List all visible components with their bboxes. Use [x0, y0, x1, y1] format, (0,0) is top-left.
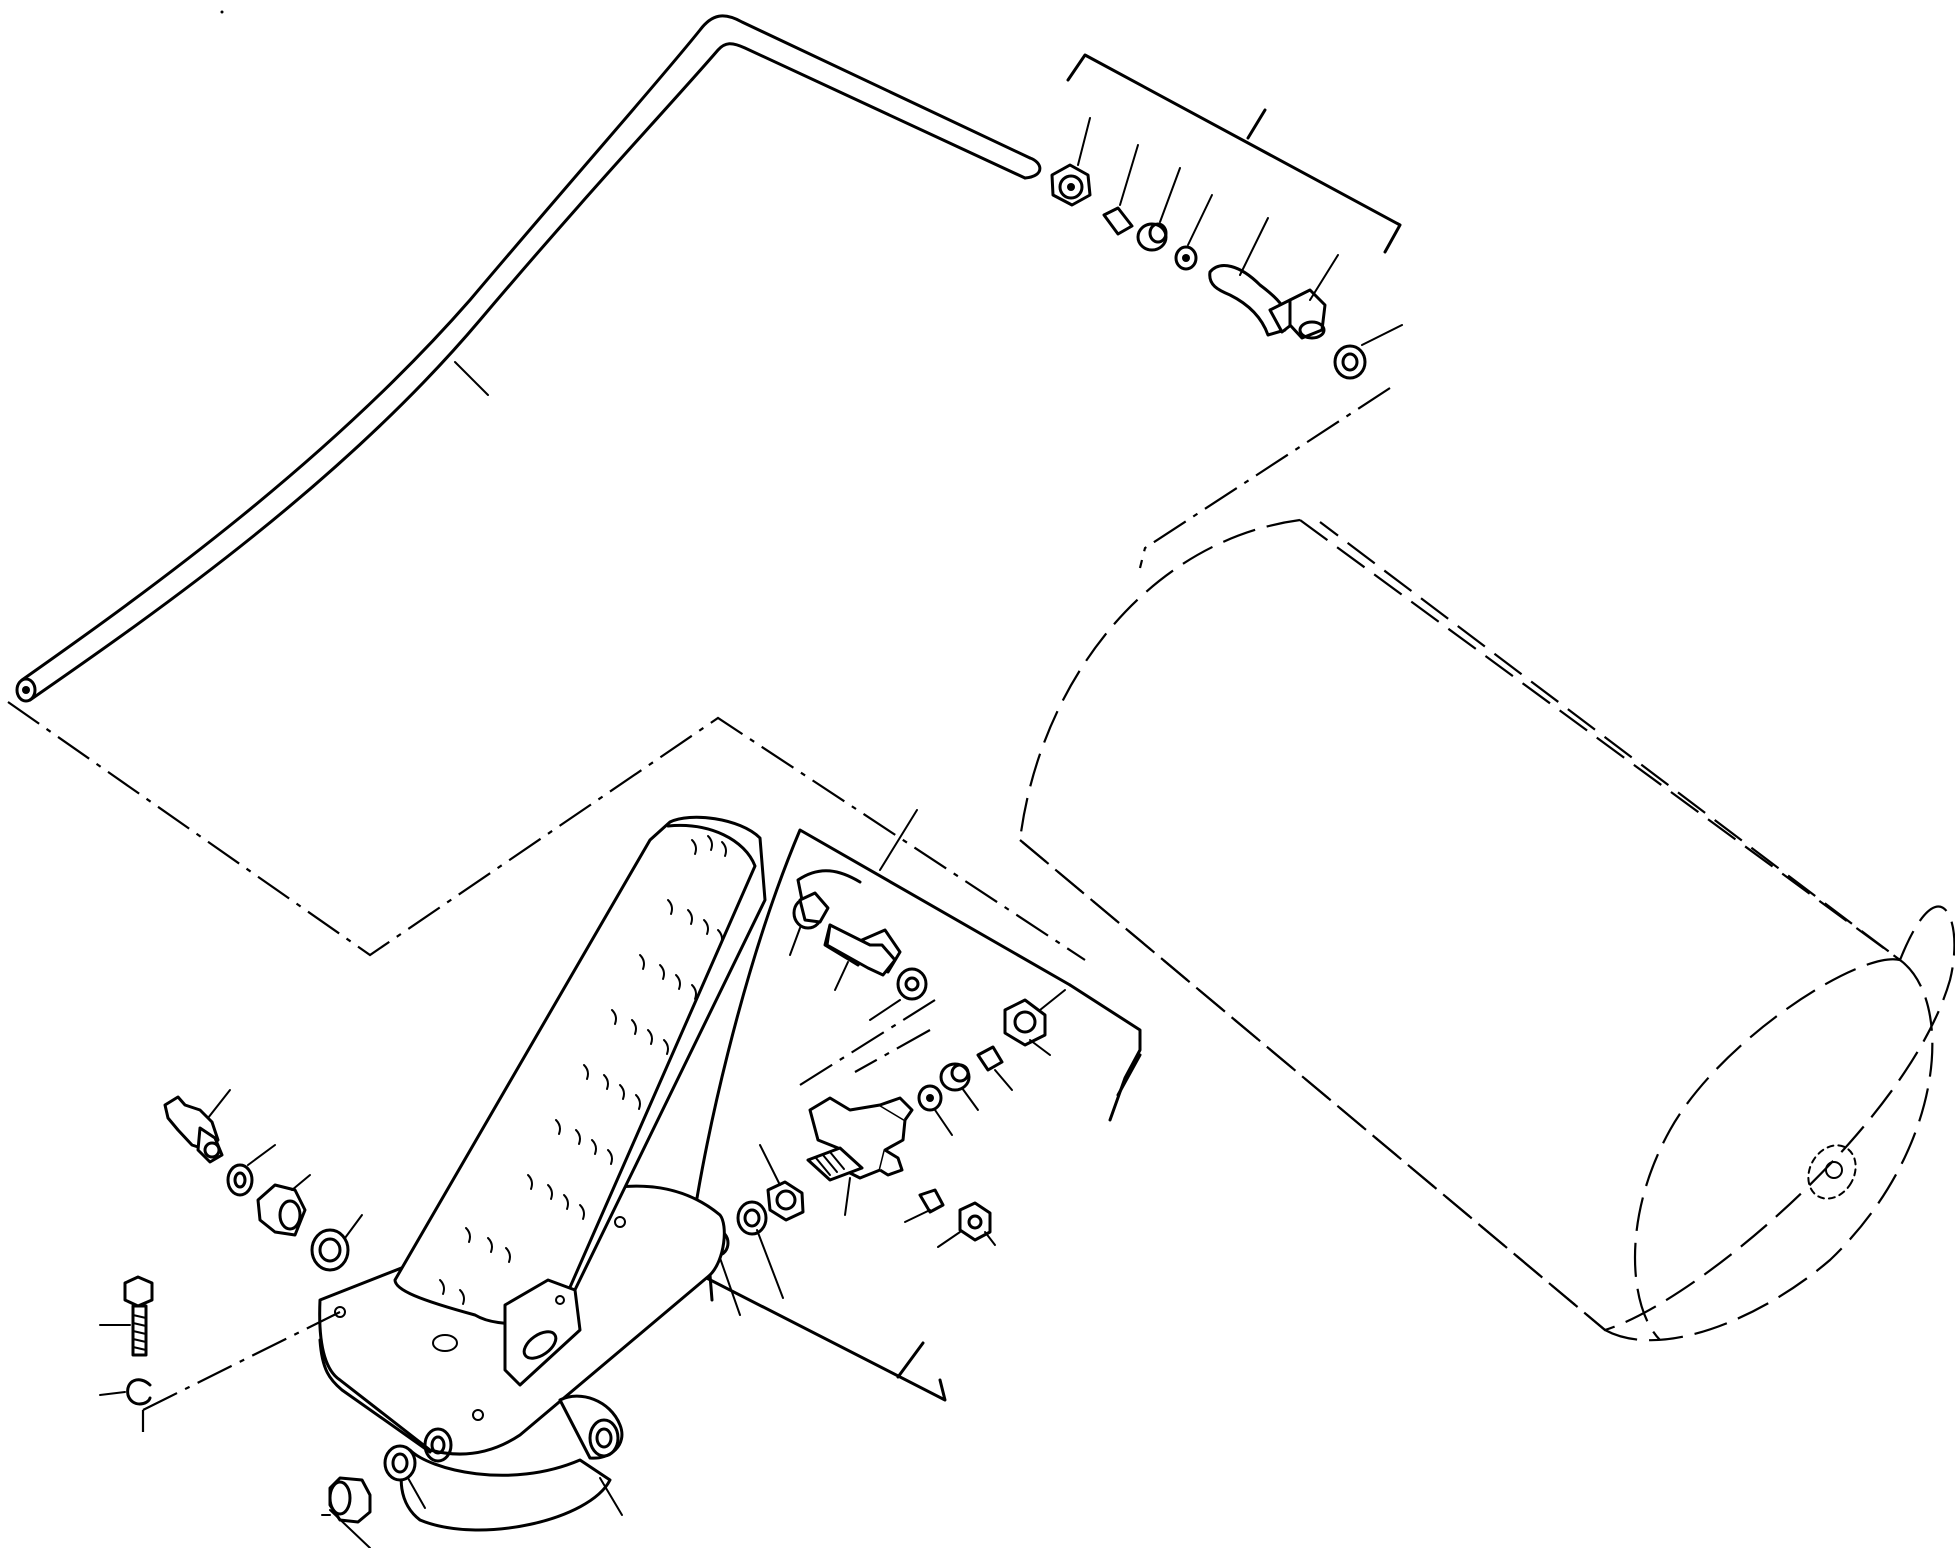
washer-tee-1 [896, 967, 928, 1001]
air-tank [1018, 518, 1955, 1342]
elbow-fitting [1208, 264, 1302, 337]
adapter-long [825, 923, 897, 977]
upper-fitting-group [1050, 53, 1403, 380]
washer-upper [1333, 344, 1367, 380]
washer-tee-2 [917, 1084, 943, 1112]
adapter-switch [256, 1183, 307, 1237]
hex-nut-tee [1003, 998, 1047, 1047]
hex-nut-upper [1050, 163, 1092, 207]
drain-plug [328, 1476, 372, 1524]
hose [15, 14, 1042, 703]
adapter-fitting-upper [1288, 288, 1327, 340]
sleeve-tee-lower [918, 1188, 945, 1214]
pedal-tread [439, 835, 727, 1305]
mounting-bolt [123, 1275, 154, 1357]
cap-adapter [798, 891, 830, 924]
threaded-stud [806, 1146, 864, 1182]
adapter-group [796, 869, 931, 1073]
spring-washer [126, 1378, 152, 1406]
washer-small-upper [1174, 245, 1198, 271]
tank-port [1807, 1144, 1857, 1200]
washer-switch-2 [310, 1228, 350, 1272]
sleeve-upper [1102, 206, 1134, 236]
insert-upper [1136, 222, 1168, 252]
insert-tee [976, 1045, 1004, 1072]
hex-nut-tee-lower [958, 1201, 992, 1242]
hex-nut-tee-left [766, 1180, 805, 1222]
pressure-switch-group [163, 1089, 363, 1272]
brake-valve-pedal [318, 815, 767, 1532]
pressure-switch [163, 1095, 224, 1164]
washer-drain [383, 1444, 417, 1482]
sleeve-tee [939, 1062, 971, 1092]
washer-switch [226, 1163, 254, 1197]
valve-body-lower [399, 1394, 624, 1532]
washer-tee-3 [736, 1200, 768, 1236]
